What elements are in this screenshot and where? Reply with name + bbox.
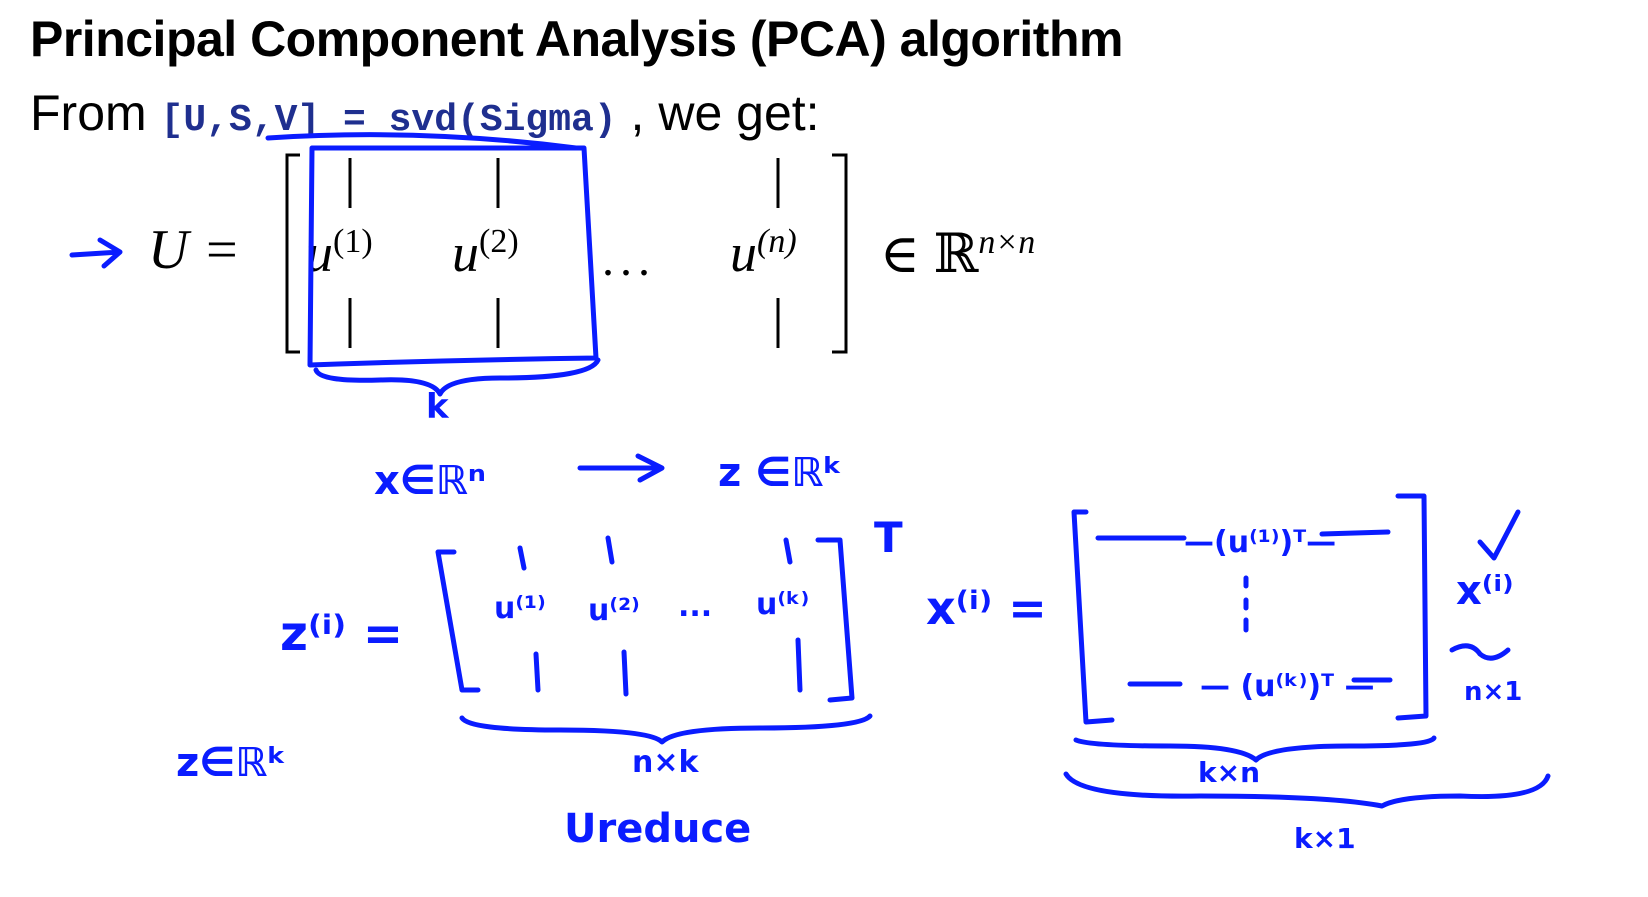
k-label: k: [426, 387, 450, 427]
matrix-brackets: [285, 153, 848, 354]
row-top: —(u⁽¹⁾)ᵀ—: [1184, 525, 1336, 560]
right-bracket: [832, 153, 848, 354]
uk-left-bracket: [1071, 509, 1115, 725]
handwritten-labels: k x∈ℝⁿ z ∈ℝᵏ z⁽ⁱ⁾ = u⁽¹⁾ u⁽²⁾ ... u⁽ᵏ⁾ T…: [176, 387, 1522, 855]
z-i-lhs: z⁽ⁱ⁾ =: [280, 606, 403, 662]
intro-line: From [U,S,V] = svd(Sigma) , we get:: [30, 84, 820, 142]
n-by-k: n×k: [632, 745, 699, 780]
matrix-coln: u(n): [730, 223, 797, 283]
matrix-col2: u(2): [452, 223, 519, 283]
ured-dots: ...: [678, 589, 712, 624]
row-bottom: — (u⁽ᵏ⁾)ᵀ —: [1200, 669, 1374, 704]
k-by-1: k×1: [1294, 822, 1356, 855]
z-in-rk: z∈ℝᵏ: [176, 740, 287, 786]
n-by-1: n×1: [1464, 677, 1522, 707]
slide-title: Principal Component Analysis (PCA) algor…: [30, 11, 1123, 67]
code-underline: [265, 132, 579, 151]
ured-col1: u⁽¹⁾: [494, 591, 546, 626]
mapping-arrow-icon: [577, 453, 665, 483]
kx1-brace: [1063, 771, 1551, 809]
ureduce-left-bracket: [435, 549, 481, 693]
x-i-lhs: x⁽ⁱ⁾ =: [926, 581, 1047, 635]
transpose-label: T: [874, 513, 903, 562]
intro-prefix: From: [30, 85, 147, 141]
set-membership: ∈ ℝn×n: [880, 224, 1036, 284]
ured-colk: u⁽ᵏ⁾: [756, 587, 809, 622]
x-i-right: x⁽ⁱ⁾: [1456, 568, 1514, 614]
selection-brace: [313, 357, 601, 397]
ureduce-right-bracket: [815, 537, 855, 703]
selection-box: [307, 145, 599, 368]
mapping-left: x∈ℝⁿ: [374, 458, 486, 504]
intro-suffix: , we get:: [630, 85, 820, 141]
arrow-icon: [69, 237, 123, 269]
uk-right-bracket: [1395, 493, 1429, 721]
left-bracket: [285, 153, 300, 354]
u-reduce-label: Ureduce: [564, 806, 751, 852]
mapping-right: z ∈ℝᵏ: [718, 450, 843, 496]
kxn-brace: [1073, 735, 1437, 763]
nxk-brace: [459, 713, 873, 745]
k-by-n: k×n: [1198, 756, 1260, 789]
handwritten-strokes: [69, 132, 1551, 809]
ured-col2: u⁽²⁾: [588, 593, 640, 628]
matrix-dots: ...: [602, 233, 656, 286]
equation-lhs: U =: [148, 219, 241, 281]
